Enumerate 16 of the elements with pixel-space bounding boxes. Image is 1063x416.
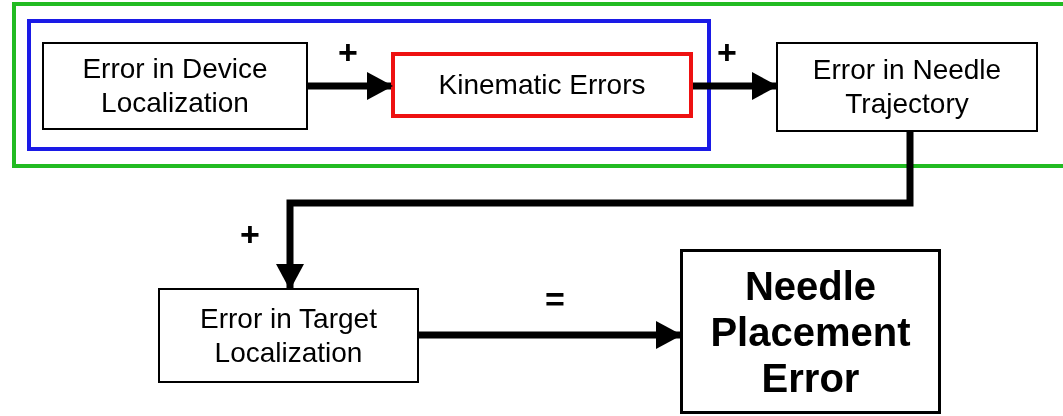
process-box — [158, 288, 419, 383]
arrow — [693, 72, 778, 100]
group-frame — [27, 19, 711, 151]
process-box — [391, 52, 693, 118]
process-box — [776, 42, 1038, 132]
group-frame — [12, 2, 1063, 168]
process-box — [42, 42, 308, 130]
box-label: Error in Needle Trajectory — [811, 53, 1003, 121]
box-label: Error in Target Localization — [199, 301, 378, 370]
box-label: Needle Placement Error — [709, 262, 912, 401]
arrow — [276, 132, 914, 290]
result-box — [680, 249, 941, 414]
box-label: Kinematic Errors — [437, 68, 647, 102]
box-label: Error in Device Localization — [81, 52, 269, 120]
arrow — [419, 321, 682, 349]
arrow — [308, 72, 393, 100]
